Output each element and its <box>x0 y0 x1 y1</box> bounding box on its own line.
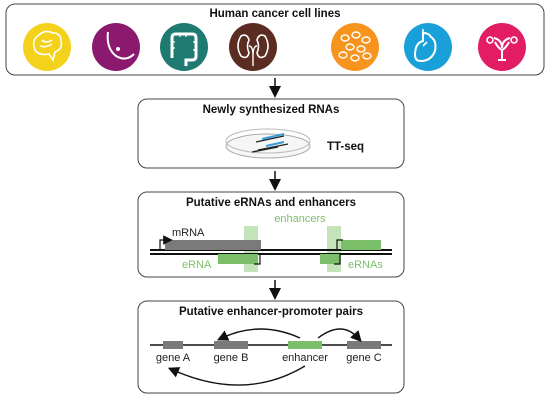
erna-tss-arrow <box>254 254 261 265</box>
enhancer-label: enhancer <box>282 352 328 364</box>
gene-b-label: gene B <box>214 352 249 364</box>
blood-cells-icon <box>331 23 379 71</box>
erna-tss-arrow <box>336 239 343 250</box>
panel-newly-synthesized-rnas: Newly synthesized RNAs TT-seq <box>137 98 405 169</box>
gene-c-box <box>347 341 381 349</box>
erna-transcript <box>218 254 258 264</box>
erna-transcript <box>341 240 381 250</box>
panel-title: Putative enhancer-promoter pairs <box>179 306 363 318</box>
method-label: TT-seq <box>327 141 364 153</box>
gene-b-box <box>214 341 248 349</box>
interaction-arrow <box>317 328 362 343</box>
interaction-arrow <box>216 328 301 341</box>
panel-title: Human cancer cell lines <box>209 8 340 20</box>
mrna-tss-arrow <box>159 235 173 250</box>
ernas-label: eRNAs <box>348 259 383 271</box>
brain-icon <box>23 23 71 71</box>
panel-cancer-cell-lines: Human cancer cell lines <box>5 3 545 76</box>
interaction-arrow <box>167 365 306 386</box>
kidney-icon <box>229 23 277 71</box>
erna-label: eRNA <box>182 259 212 271</box>
gene-c-label: gene C <box>346 352 382 364</box>
panel-erna-enhancers: Putative eRNAs and enhancers enhancers m… <box>137 191 405 278</box>
enhancers-label: enhancers <box>274 213 326 225</box>
panel-title: Newly synthesized RNAs <box>203 104 340 116</box>
enhancer-box <box>288 341 322 349</box>
culture-dish-icon <box>225 128 311 159</box>
erna-tss-arrow <box>334 254 341 265</box>
colon-icon <box>160 23 208 71</box>
erna-transcript <box>320 254 340 264</box>
gene-a-label: gene A <box>156 352 191 364</box>
mrna-gene <box>165 240 261 250</box>
panel-frame <box>137 300 405 394</box>
breast-icon <box>92 23 140 71</box>
lung-icon <box>404 23 452 71</box>
uterus-icon <box>478 23 526 71</box>
panel-frame <box>137 98 405 169</box>
mrna-label: mRNA <box>172 227 205 239</box>
gene-a-box <box>163 341 183 349</box>
panel-enhancer-promoter-pairs: Putative enhancer-promoter pairs gene A … <box>137 300 405 394</box>
panel-title: Putative eRNAs and enhancers <box>186 197 356 209</box>
